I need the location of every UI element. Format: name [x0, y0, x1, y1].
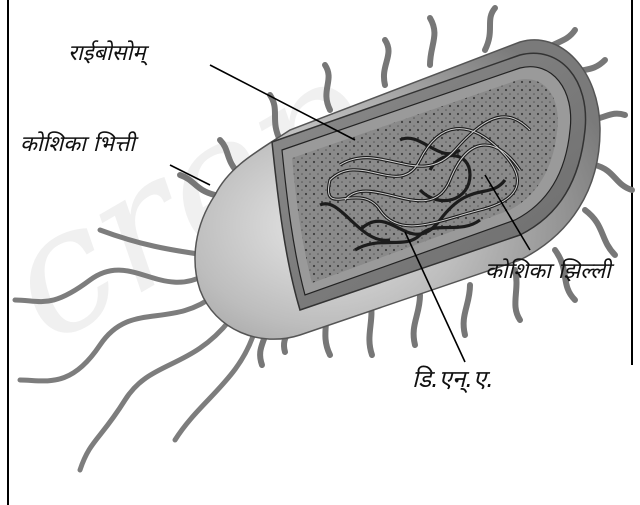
label-cell-membrane: कोशिका झिल्ली [485, 255, 611, 285]
label-dna: डि.एन्.ए. [412, 362, 494, 395]
leader-ribosome [210, 65, 355, 140]
label-ribosome: राईबोसोम् [68, 37, 145, 67]
label-cell-wall: कोशिका भित्ती [20, 128, 135, 158]
